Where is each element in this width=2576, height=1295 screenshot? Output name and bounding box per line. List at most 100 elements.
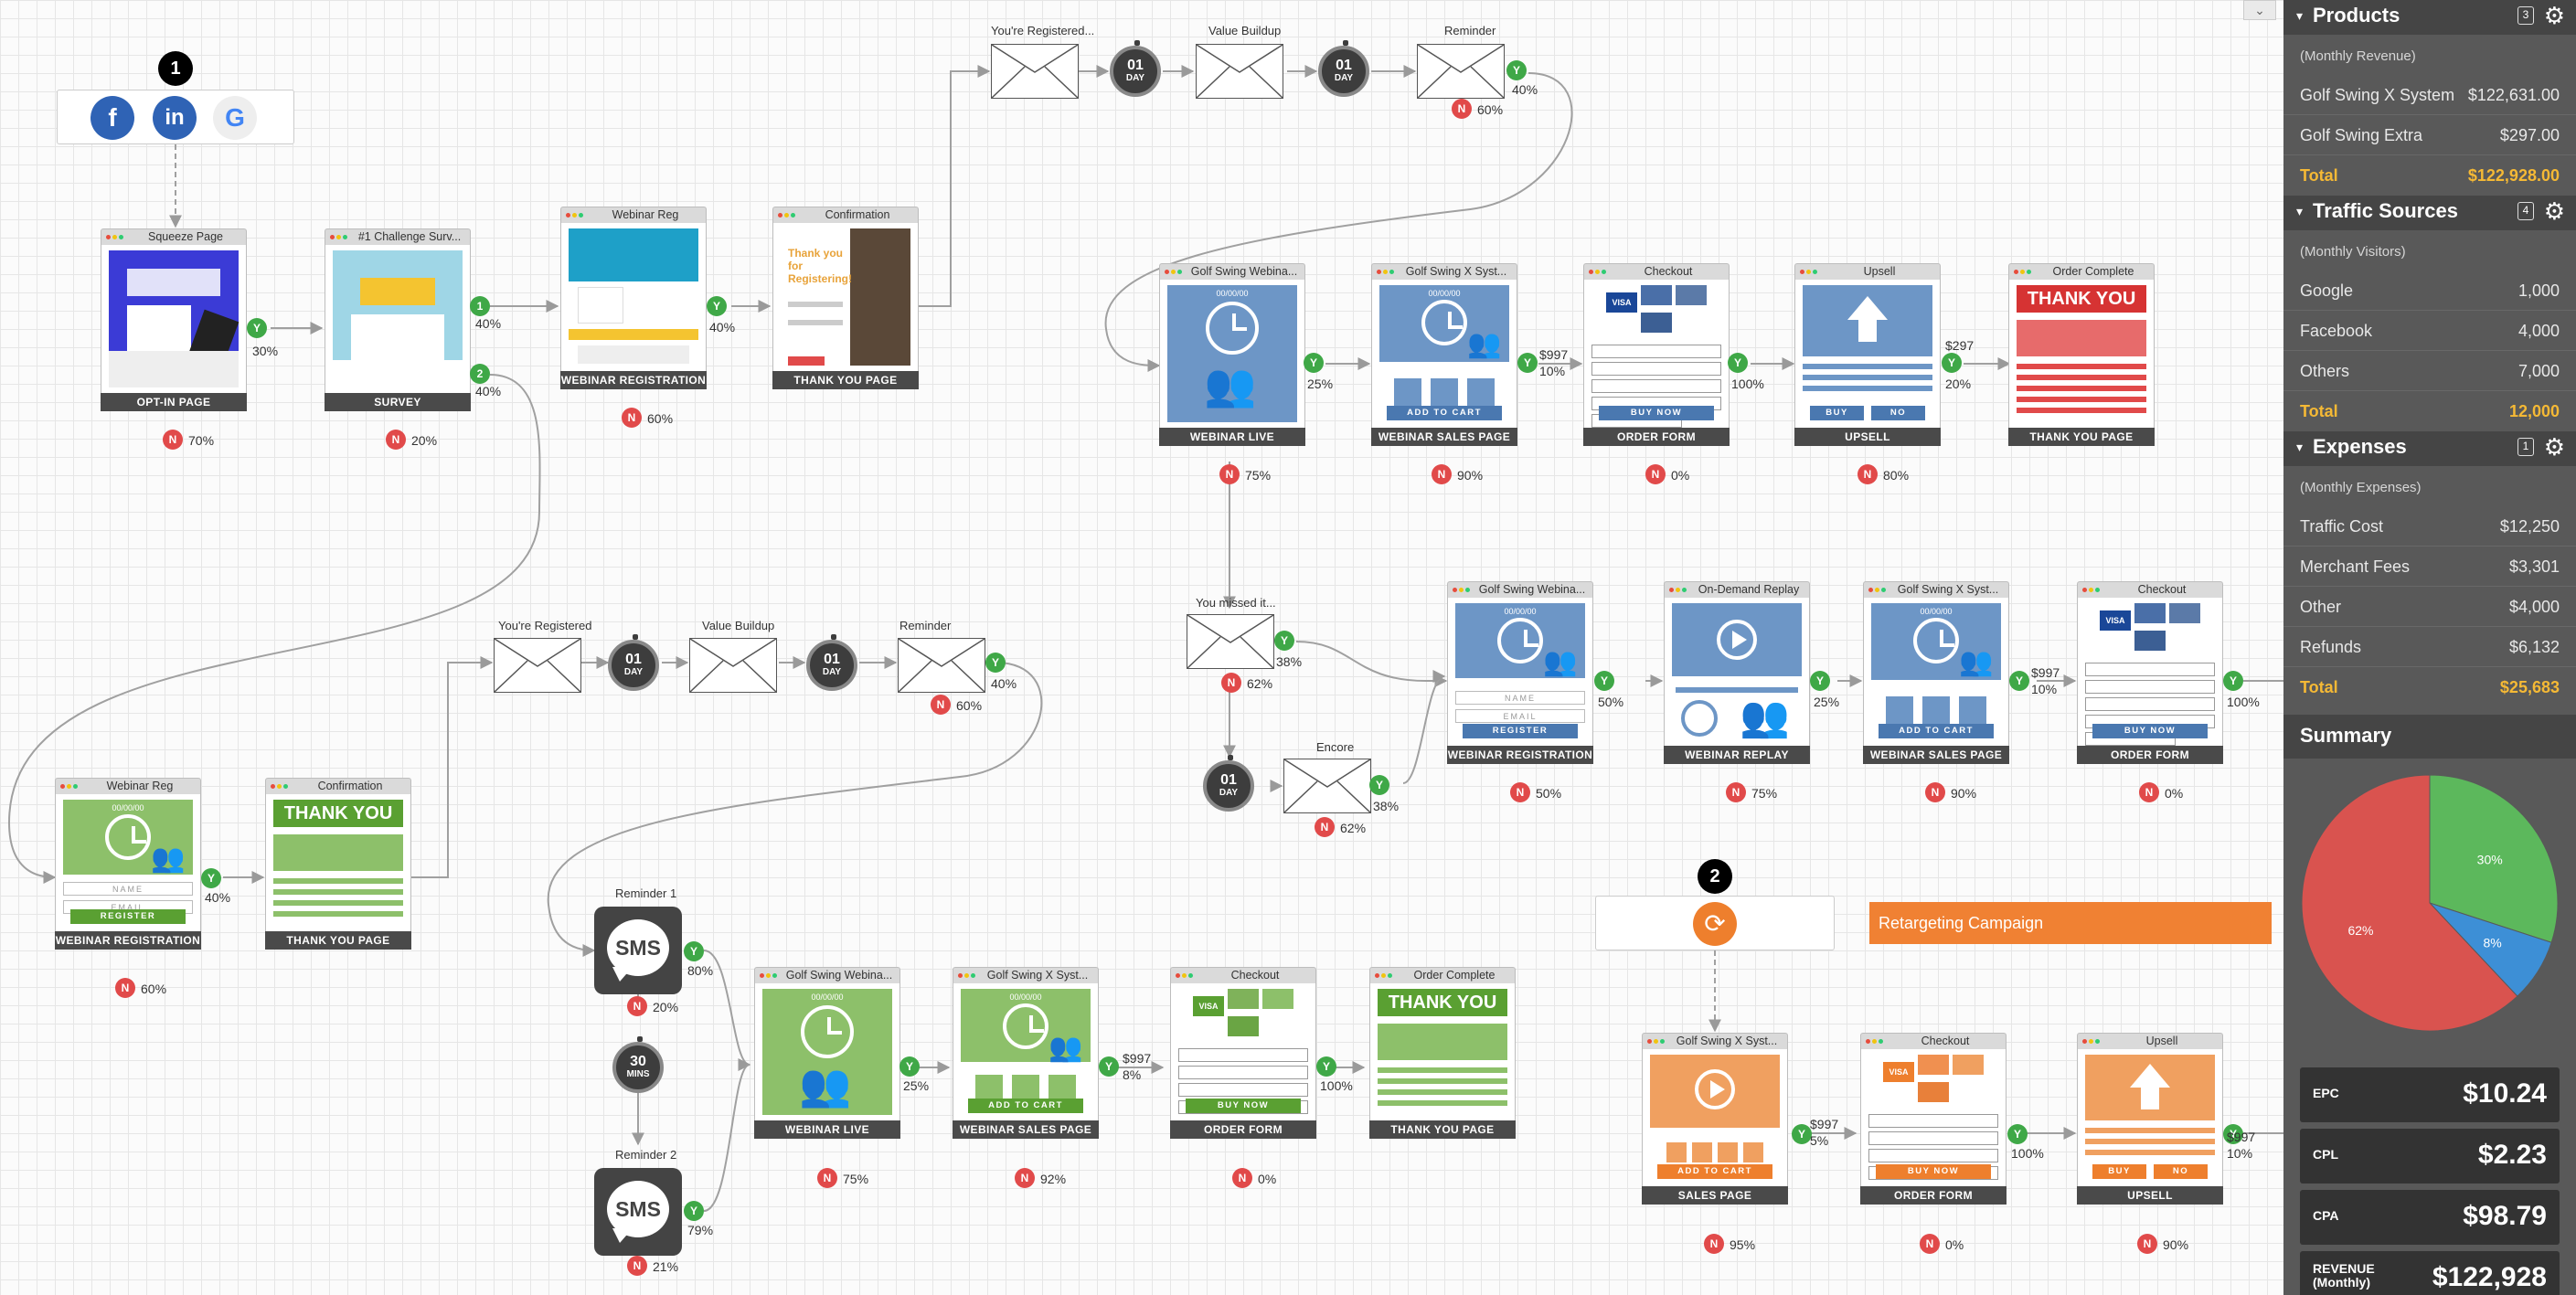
node-webinar-reg[interactable]: Webinar Reg WEBINAR REGISTRATION — [560, 207, 707, 389]
node-squeeze-page[interactable]: Squeeze Page OPT-IN PAGE — [101, 228, 247, 411]
people-icon: 👥 — [799, 1061, 852, 1109]
email-icon[interactable] — [689, 638, 777, 693]
email-icon[interactable] — [494, 638, 581, 693]
funnel-canvas[interactable]: 1 2 ⌄ f in G ⟳ Retargeting Campaign Sque… — [0, 0, 2283, 1295]
email-label: Reminder — [899, 619, 952, 632]
caret-down-icon[interactable]: ▾ — [2296, 8, 2304, 23]
facebook-icon[interactable]: f — [90, 96, 134, 140]
node-confirmation[interactable]: Confirmation Thank you for Registering! … — [772, 207, 919, 389]
traffic-sources-box[interactable]: f in G — [57, 90, 294, 144]
node-footer: WEBINAR REGISTRATION — [1447, 746, 1593, 764]
yes-badge: Y — [2223, 671, 2243, 691]
retargeting-campaign-bar[interactable]: Retargeting Campaign — [1869, 902, 2272, 944]
node-webinar-sales-2[interactable]: Golf Swing X Syst... 00/00/00👥ADD TO CAR… — [1863, 581, 2009, 764]
node-webinar-sales[interactable]: Golf Swing X Syst... 00/00/00👥ADD TO CAR… — [1371, 263, 1517, 446]
no-badge: N — [163, 430, 183, 450]
email-label: You're Registered... — [991, 24, 1095, 37]
gear-icon[interactable]: ⚙ — [2543, 197, 2565, 225]
page-thumbnail — [569, 228, 698, 366]
no-badge: N — [1704, 1234, 1724, 1254]
node-order-complete-green[interactable]: Order Complete THANK YOU THANK YOU PAGE — [1369, 967, 1516, 1139]
yes-badge: Y — [684, 941, 704, 961]
no-badge: N — [2139, 782, 2159, 802]
gear-icon[interactable]: ⚙ — [2543, 2, 2565, 29]
node-sales-page-orange[interactable]: Golf Swing X Syst... ADD TO CART SALES P… — [1642, 1033, 1788, 1205]
node-survey[interactable]: #1 Challenge Surv... SURVEY — [325, 228, 471, 411]
no-button: NO — [1871, 406, 1925, 420]
retargeting-box[interactable]: ⟳ — [1595, 896, 1835, 950]
email-icon[interactable] — [991, 44, 1079, 99]
email-icon[interactable] — [1417, 44, 1505, 99]
caret-down-icon[interactable]: ▾ — [2296, 440, 2304, 454]
gear-icon[interactable]: ⚙ — [2543, 433, 2565, 461]
node-webinar-live-green[interactable]: Golf Swing Webina... 00/00/00👥 WEBINAR L… — [754, 967, 900, 1139]
people-icon: 👥 — [1543, 647, 1578, 677]
node-order-complete[interactable]: Order Complete THANK YOU THANK YOU PAGE — [2008, 263, 2155, 446]
yes-badge: Y — [1304, 353, 1324, 373]
node-webinar-replay[interactable]: On-Demand Replay 👥 WEBINAR REPLAY — [1664, 581, 1810, 764]
linkedin-icon[interactable]: in — [153, 96, 197, 140]
node-footer: SURVEY — [325, 393, 471, 411]
node-footer: ORDER FORM — [2077, 746, 2223, 764]
node-title: Squeeze Page — [101, 228, 247, 245]
card-logos: VISA — [2085, 603, 2215, 655]
kpi-cpl: CPL$2.23 — [2300, 1129, 2560, 1184]
node-title: Golf Swing X Syst... — [953, 967, 1099, 983]
expenses-subtitle: (Monthly Expenses) — [2300, 480, 2422, 495]
pie-slice-0 — [2429, 774, 2559, 943]
node-title: Webinar Reg — [55, 778, 201, 794]
no-badge: N — [627, 1256, 647, 1276]
email-icon[interactable] — [1283, 759, 1371, 813]
node-webinar-sales-green[interactable]: Golf Swing X Syst... 00/00/00👥ADD TO CAR… — [953, 967, 1099, 1139]
sms-icon[interactable]: SMS — [594, 1168, 682, 1256]
no-badge: N — [1857, 464, 1878, 484]
clock-icon — [1003, 1003, 1048, 1049]
no-badge: N — [1726, 782, 1746, 802]
email-label: You're Registered — [498, 619, 592, 632]
page-thumbnail — [333, 250, 463, 387]
node-title: Order Complete — [1369, 967, 1516, 983]
sms-label: Reminder 1 — [615, 886, 677, 900]
caret-down-icon[interactable]: ▾ — [2296, 204, 2304, 218]
no-badge: N — [622, 408, 642, 428]
node-title: Golf Swing Webina... — [1447, 581, 1593, 598]
collapse-chevron-icon[interactable]: ⌄ — [2243, 0, 2276, 20]
email-label: Value Buildup — [1208, 24, 1282, 37]
pie-label-1: 8% — [2483, 936, 2501, 950]
node-webinar-live[interactable]: Golf Swing Webina... 00/00/00👥 WEBINAR L… — [1159, 263, 1305, 446]
node-title: Checkout — [1583, 263, 1730, 280]
email-icon[interactable] — [1196, 44, 1283, 99]
node-confirmation-green[interactable]: Confirmation THANK YOU THANK YOU PAGE — [265, 778, 411, 950]
expenses-row: Other$4,000 — [2283, 587, 2576, 627]
email-icon[interactable] — [1187, 614, 1274, 669]
node-title: Confirmation — [265, 778, 411, 794]
buy-now-button: BUY NOW — [2092, 724, 2208, 738]
email-label: Encore — [1316, 740, 1355, 754]
clock-icon — [1497, 618, 1543, 663]
card-logos: VISA — [1591, 285, 1721, 337]
node-footer: UPSELL — [2077, 1186, 2223, 1205]
email-icon[interactable] — [898, 638, 985, 693]
sms-icon[interactable]: SMS — [594, 907, 682, 994]
google-icon[interactable]: G — [213, 96, 257, 140]
no-badge: N — [1452, 99, 1472, 119]
step-marker-2: 2 — [1698, 859, 1732, 894]
